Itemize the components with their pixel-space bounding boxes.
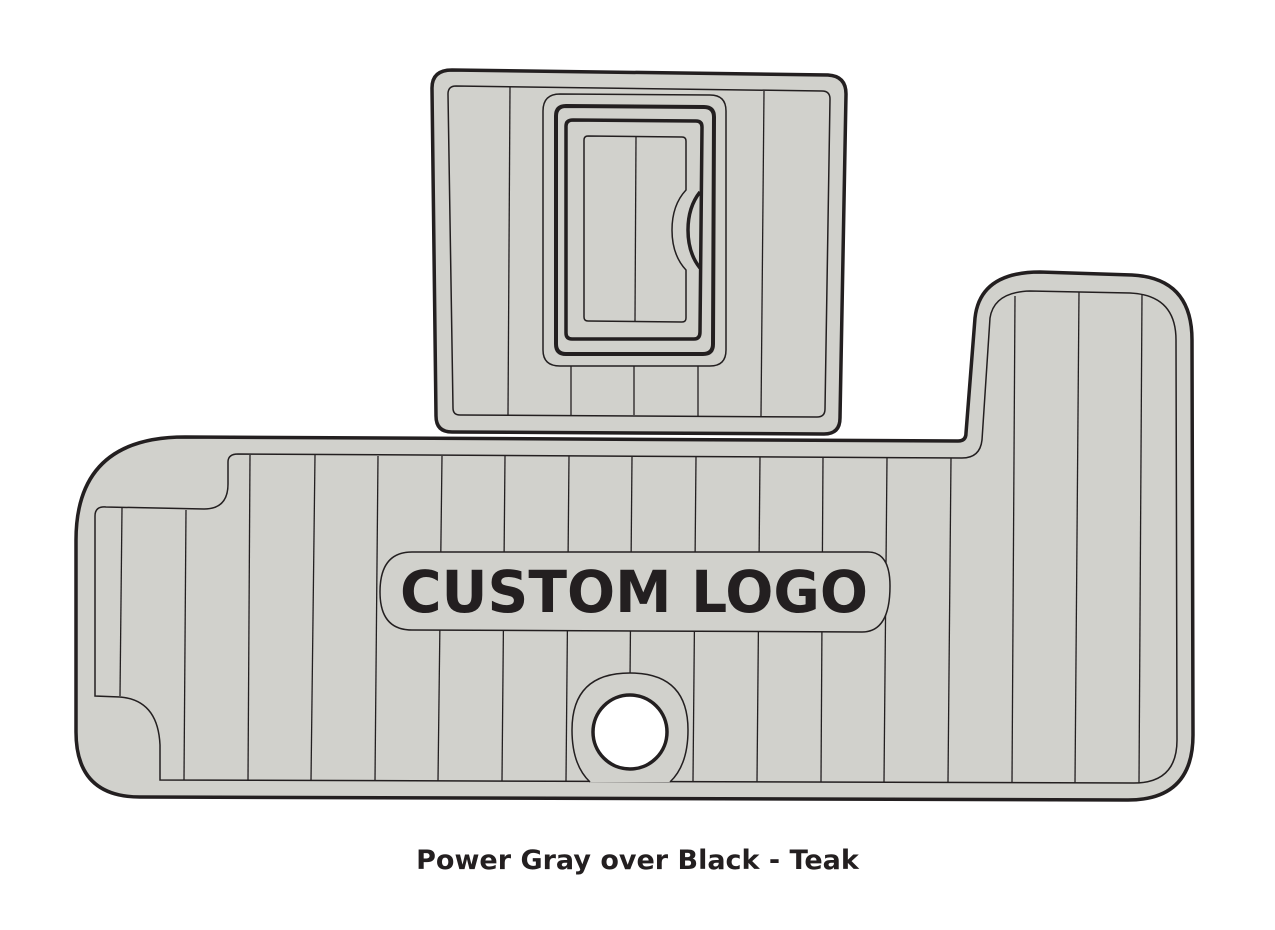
top-pad-inner-border — [447, 85, 831, 418]
cutout-center-groove — [634, 136, 637, 322]
main-groove — [119, 507, 123, 697]
cutout-notch — [686, 190, 702, 270]
logo-text: CUSTOM LOGO — [400, 558, 868, 626]
top-pad-grooves — [507, 86, 765, 417]
logo-outline — [379, 551, 891, 633]
main-groove — [1138, 293, 1143, 784]
main-groove — [947, 457, 952, 783]
cutout-black-rim — [554, 103, 717, 356]
cutout-outer-frame — [542, 93, 727, 367]
main-groove — [1074, 291, 1080, 784]
custom-logo: CUSTOM LOGO — [379, 551, 891, 633]
main-pad: CUSTOM LOGO — [74, 270, 1195, 802]
top-groove — [507, 86, 511, 416]
main-groove — [1011, 295, 1016, 784]
caption: Power Gray over Black - Teak — [416, 845, 859, 876]
main-groove — [883, 457, 888, 783]
top-pad — [430, 68, 848, 436]
top-pad-outer — [430, 68, 848, 436]
main-groove — [247, 454, 251, 782]
top-groove — [760, 90, 765, 417]
cup-hole-opening — [591, 693, 669, 771]
main-groove — [183, 509, 187, 781]
cutout-inner-rim — [564, 118, 704, 341]
main-groove — [310, 454, 316, 782]
main-groove — [374, 455, 379, 782]
cup-hole — [571, 672, 689, 783]
main-pad-outer — [74, 270, 1195, 802]
main-pad-inner-border — [94, 290, 1178, 784]
cutout-panel — [583, 135, 687, 323]
